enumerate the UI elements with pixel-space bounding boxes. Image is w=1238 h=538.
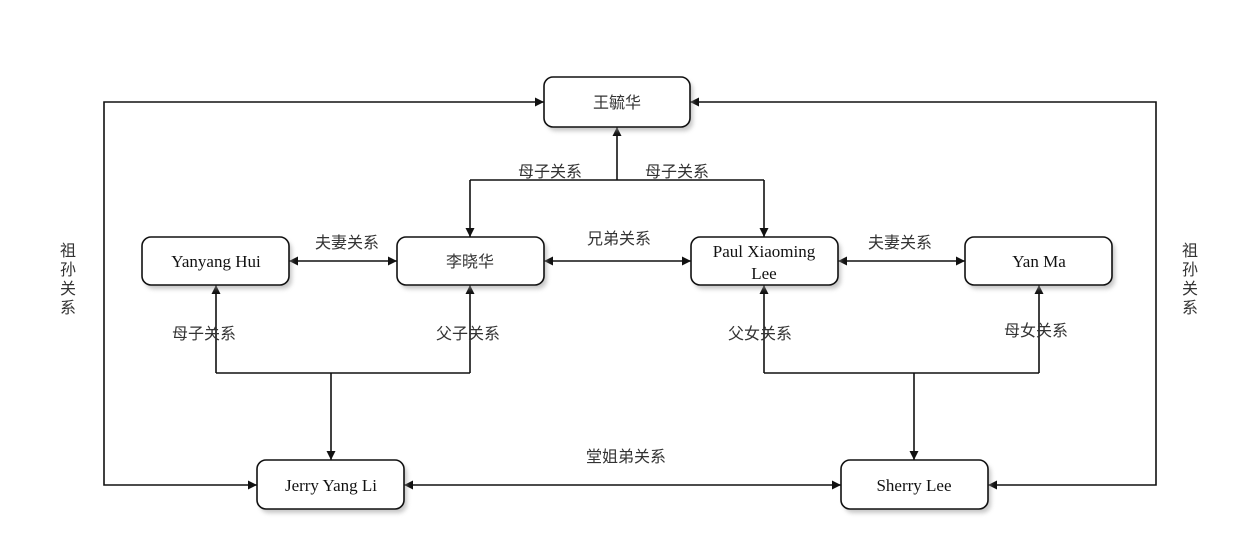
label-father-daughter: 父女关系 (728, 324, 792, 343)
label-grandparent-left-char: 孙 (60, 260, 76, 279)
node-yan-ma: Yan Ma (964, 236, 1115, 289)
label-grandparent-left-char: 祖 (60, 241, 76, 260)
label-grandparent-right-char: 关 (1182, 279, 1198, 298)
label-spouse-left: 夫妻关系 (315, 233, 379, 252)
node-wang-yuhua-label: 王毓华 (593, 93, 641, 112)
node-jerry-label: Jerry Yang Li (285, 476, 377, 495)
label-mother-son-bottom: 母子关系 (172, 324, 236, 343)
node-li-xiaohua: 李晓华 (396, 236, 547, 289)
label-cousins: 堂姐弟关系 (586, 447, 666, 466)
node-sherry-label: Sherry Lee (876, 476, 951, 495)
label-grandparent-right-char: 系 (1182, 298, 1198, 317)
label-grandparent-left-char: 关 (60, 279, 76, 298)
label-grandparent-right-char: 祖 (1182, 241, 1198, 260)
node-paul-xiaoming-lee: Paul Xiaoming Lee (690, 236, 841, 289)
label-mother-son-left: 母子关系 (518, 162, 582, 181)
label-grandparent-right-char: 孙 (1182, 260, 1198, 279)
node-yanyang-hui-label: Yanyang Hui (171, 252, 261, 271)
node-yanyang-hui: Yanyang Hui (141, 236, 292, 289)
label-grandparent-left-char: 系 (60, 298, 76, 317)
node-sherry-lee: Sherry Lee (840, 459, 991, 513)
node-li-xiaohua-label: 李晓华 (446, 252, 494, 271)
label-father-son: 父子关系 (436, 324, 500, 343)
label-mother-son-right: 母子关系 (645, 162, 709, 181)
label-grandparent-left: 祖 孙 关 系 (60, 241, 76, 317)
node-yan-ma-label: Yan Ma (1012, 252, 1066, 271)
label-brothers: 兄弟关系 (587, 229, 651, 248)
node-jerry-yang-li: Jerry Yang Li (256, 459, 407, 513)
edge-grandparent-left (103, 97, 544, 490)
node-paul-label-line2: Lee (751, 264, 776, 283)
edge-grandparent-right (690, 97, 1157, 490)
label-mother-daughter: 母女关系 (1004, 321, 1068, 340)
label-spouse-right: 夫妻关系 (868, 233, 932, 252)
node-paul-label-line1: Paul Xiaoming (713, 242, 816, 261)
label-grandparent-right: 祖 孙 关 系 (1182, 241, 1198, 317)
node-wang-yuhua: 王毓华 (543, 76, 693, 131)
